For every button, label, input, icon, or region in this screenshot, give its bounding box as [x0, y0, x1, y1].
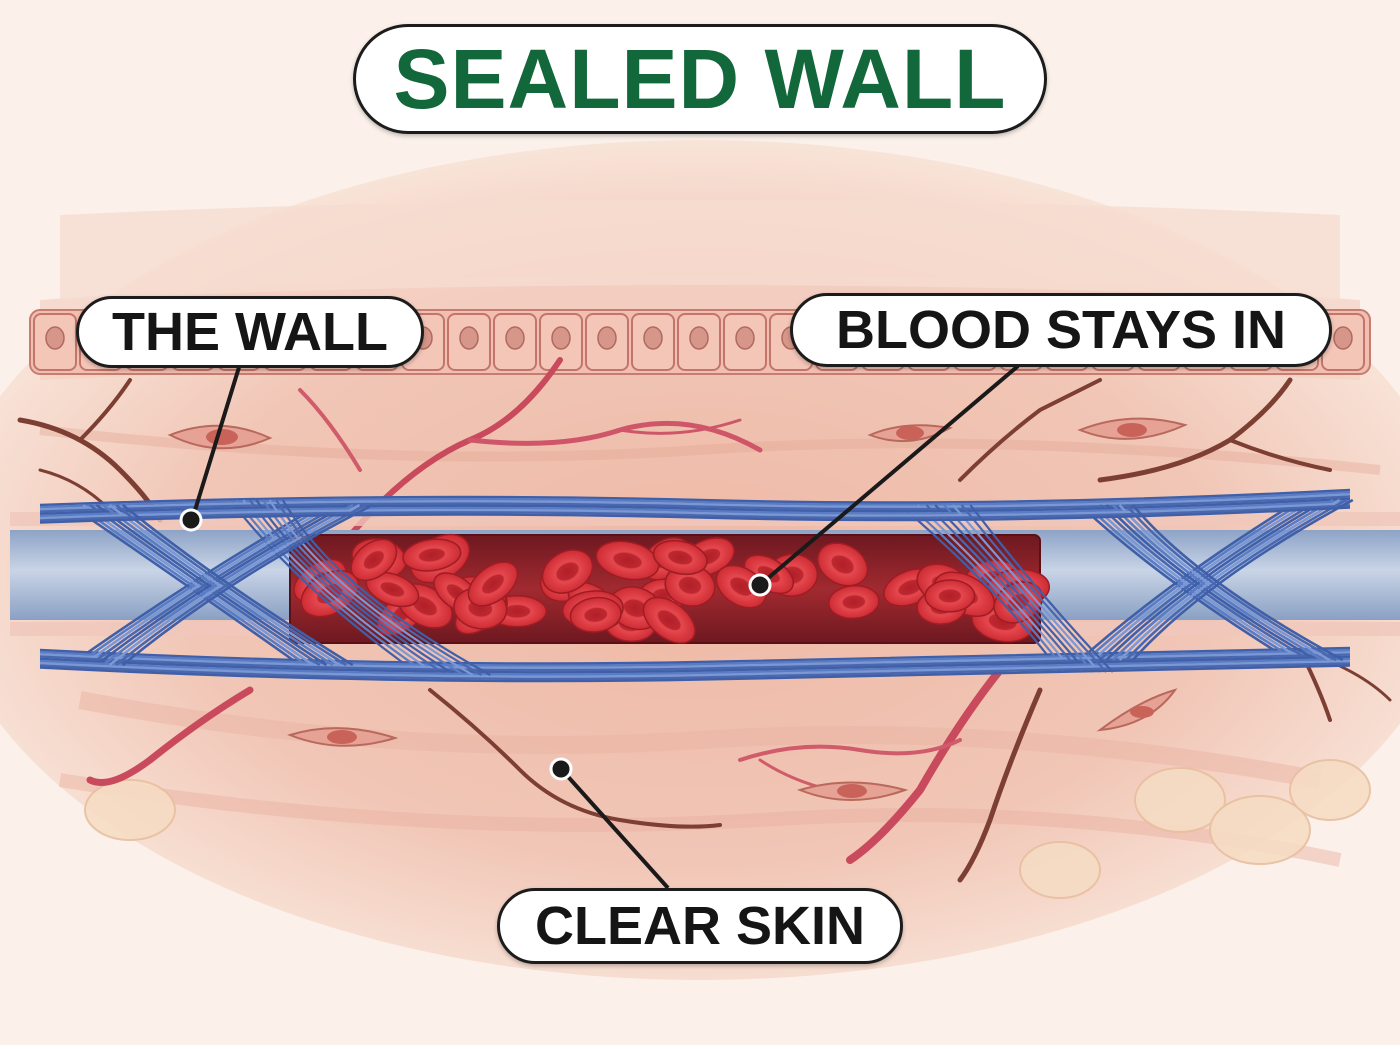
- fiber-wrap: [39, 488, 1354, 683]
- callout-the-wall-text: THE WALL: [112, 302, 388, 362]
- capillaries: [86, 357, 1004, 864]
- title-text: SEALED WALL: [393, 31, 1007, 126]
- callout-clear-skin-text: CLEAR SKIN: [534, 896, 865, 956]
- callout-the-wall: THE WALL: [76, 296, 424, 368]
- fibroblast-cells: [167, 417, 1188, 801]
- callout-clear-skin: CLEAR SKIN: [497, 888, 903, 964]
- callout-blood-stays-in-text: BLOOD STAYS IN: [835, 300, 1287, 360]
- blood-vessel: [10, 488, 1400, 683]
- nerve-fibers: [17, 377, 1392, 883]
- pointer-lines: [179, 363, 1020, 890]
- red-blood-cells: [293, 533, 1051, 644]
- callout-blood-stays-in: BLOOD STAYS IN: [790, 293, 1332, 367]
- diagram-title: SEALED WALL: [353, 24, 1047, 134]
